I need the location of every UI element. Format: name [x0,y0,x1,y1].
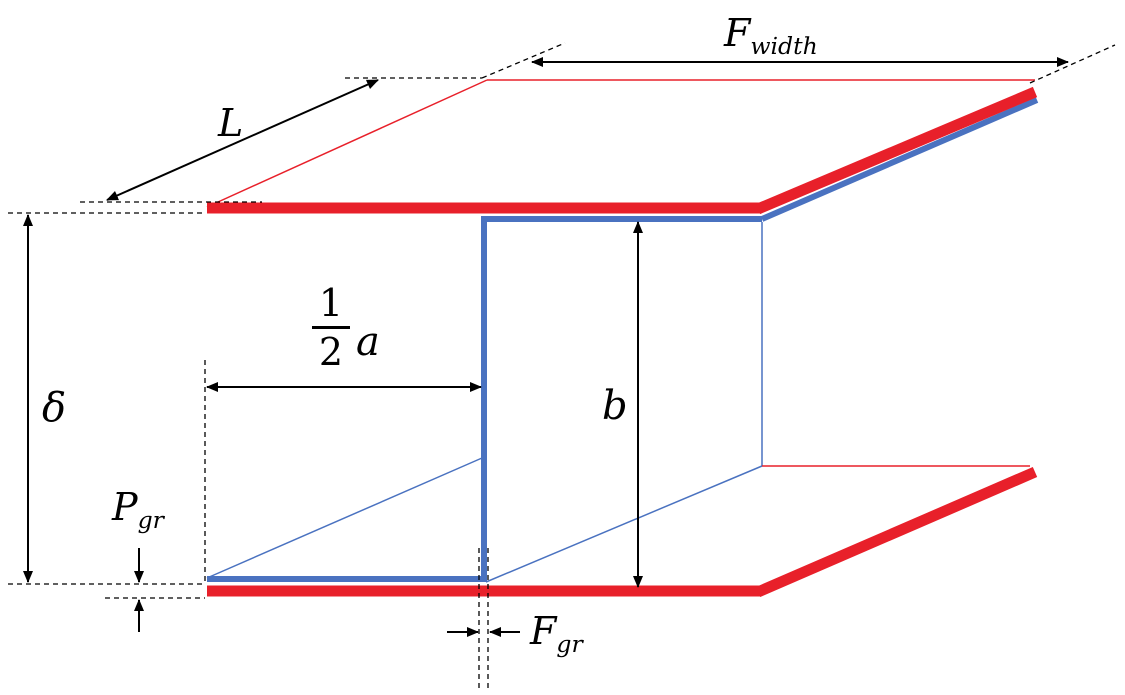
label-delta: δ [42,385,67,431]
label-l: L [218,101,244,145]
label-p-gr: Pgr [112,485,164,535]
fraction-bar [312,326,350,329]
label-f-width: Fwidth [724,11,818,61]
label-b: b [602,383,628,429]
label-a: a [356,319,380,365]
fraction-numerator: 1 [318,281,344,325]
bottom-plate-thick [207,466,1038,598]
fraction-denominator: 2 [318,330,344,374]
label-half-fraction: 1 2 [308,284,354,371]
dashed-guides [8,42,1116,690]
top-plate-thick [207,86,1039,222]
web-blue [207,216,487,582]
arrow-l [106,79,379,201]
wall-thin-lines [206,222,1030,583]
label-f-gr: Fgr [530,609,583,659]
dimension-arrows [23,57,1069,637]
